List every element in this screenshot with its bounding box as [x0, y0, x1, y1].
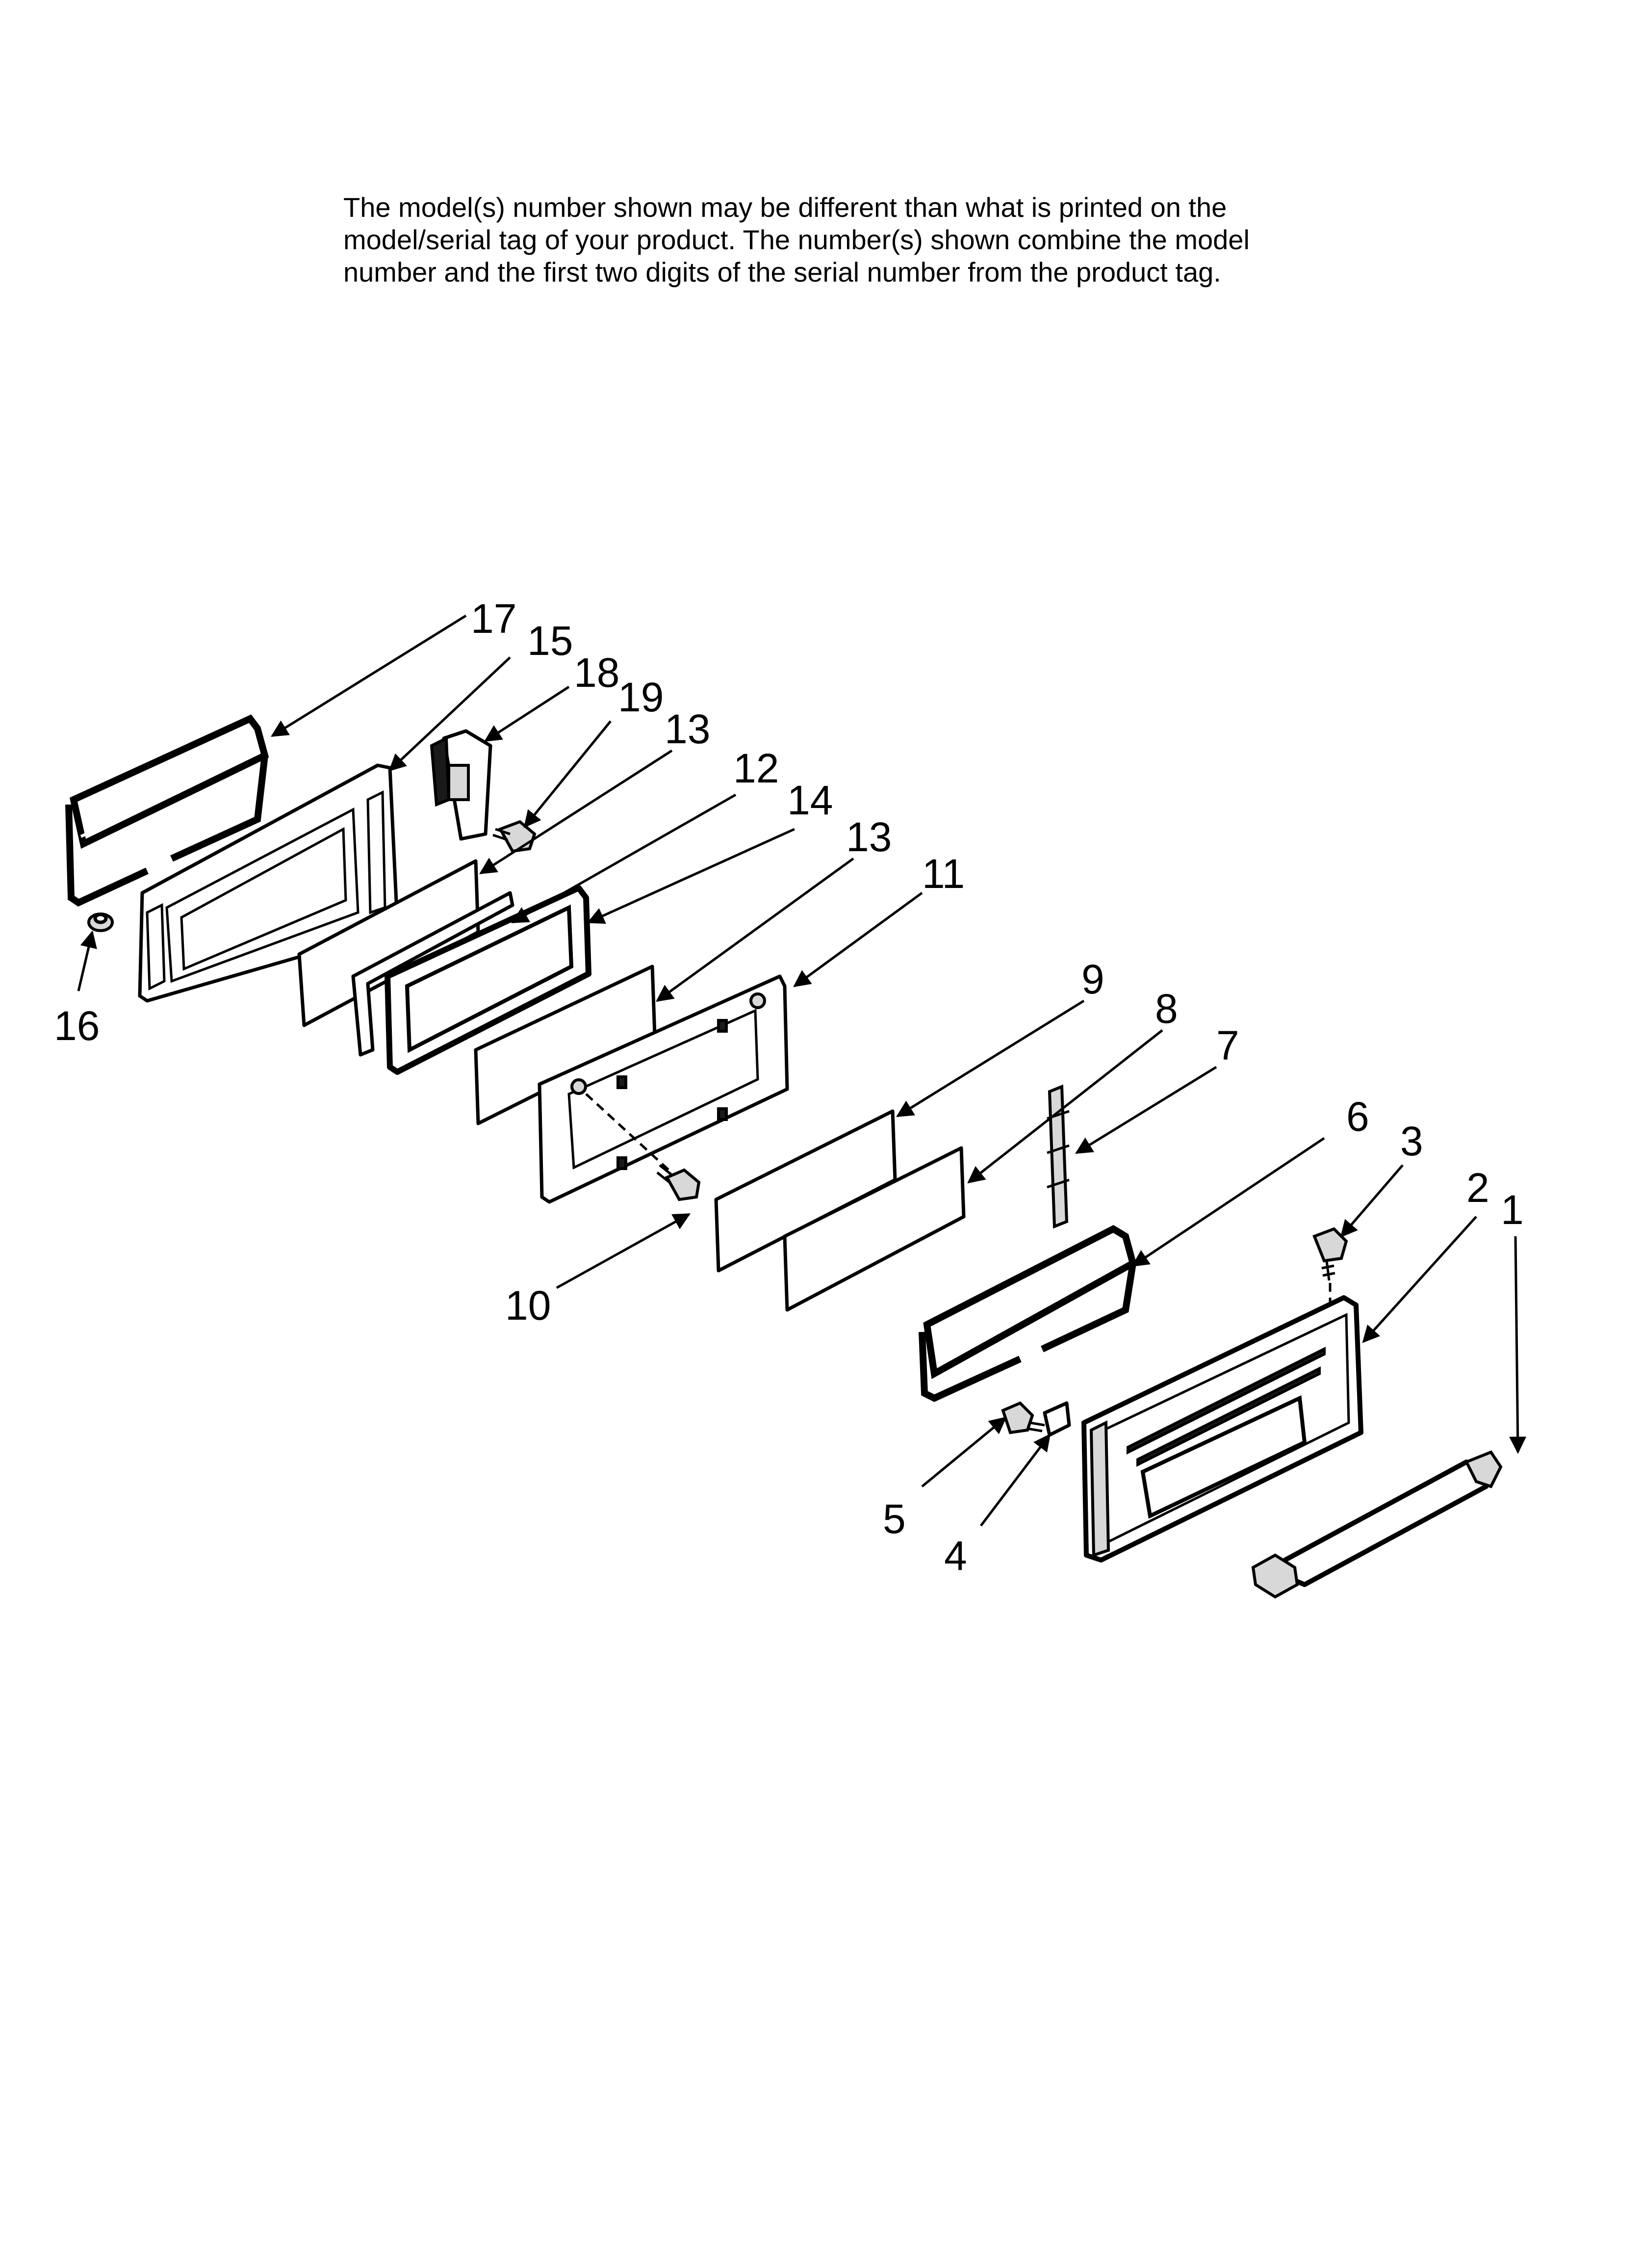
disclaimer-line-1: The model(s) number shown may be differe…	[343, 192, 1227, 223]
part-3-screw	[1312, 1227, 1348, 1305]
callout-9: 9	[1081, 956, 1104, 1002]
part-8-glass	[783, 1146, 966, 1312]
callout-8: 8	[1155, 986, 1178, 1032]
callout-2: 2	[1466, 1165, 1489, 1211]
callout-4: 4	[944, 1533, 967, 1579]
part-11-door-liner	[538, 974, 789, 1204]
part-4-clip	[1043, 1401, 1071, 1437]
part-10-screw	[656, 1164, 701, 1201]
callout-14: 14	[787, 777, 833, 823]
part-5-screw	[1001, 1401, 1045, 1434]
callout-5: 5	[883, 1496, 906, 1542]
disclaimer-line-2: model/serial tag of your product. The nu…	[343, 224, 1250, 255]
disclaimer-text: The model(s) number shown may be differe…	[343, 191, 1373, 288]
part-2-outer-door-panel	[1081, 1295, 1363, 1563]
callout-10: 10	[505, 1282, 551, 1329]
part-14-glass-pack	[385, 885, 591, 1075]
callout-3: 3	[1400, 1118, 1423, 1164]
disclaimer-line-3: number and the first two digits of the s…	[343, 257, 1221, 287]
callout-1: 1	[1501, 1187, 1524, 1233]
callout-13-upper: 13	[665, 706, 710, 752]
callout-18: 18	[574, 650, 619, 696]
part-7-bracket	[1047, 1084, 1070, 1229]
part-1-door-handle	[1251, 1450, 1503, 1599]
callout-labels: 17 15 18 19 13 12 14 13 11 9 8 7 6 3 2 1…	[54, 596, 1524, 1579]
part-6-window-gasket	[919, 1225, 1137, 1402]
part-18-door-hinge	[430, 729, 492, 841]
callout-16: 16	[54, 1003, 100, 1049]
callout-7: 7	[1216, 1022, 1239, 1069]
callout-19: 19	[618, 674, 664, 720]
callout-13-lower: 13	[846, 814, 892, 860]
part-16-grommet	[87, 912, 114, 932]
callout-15: 15	[527, 618, 573, 664]
part-17-door-gasket	[65, 714, 269, 907]
callout-12: 12	[733, 745, 779, 791]
callout-6: 6	[1346, 1094, 1369, 1140]
part-19-screw	[492, 820, 537, 853]
part-12-glass-retainer	[351, 891, 514, 1057]
leader-lines	[77, 614, 1527, 1527]
callout-17: 17	[471, 596, 516, 642]
callout-11: 11	[922, 851, 965, 897]
